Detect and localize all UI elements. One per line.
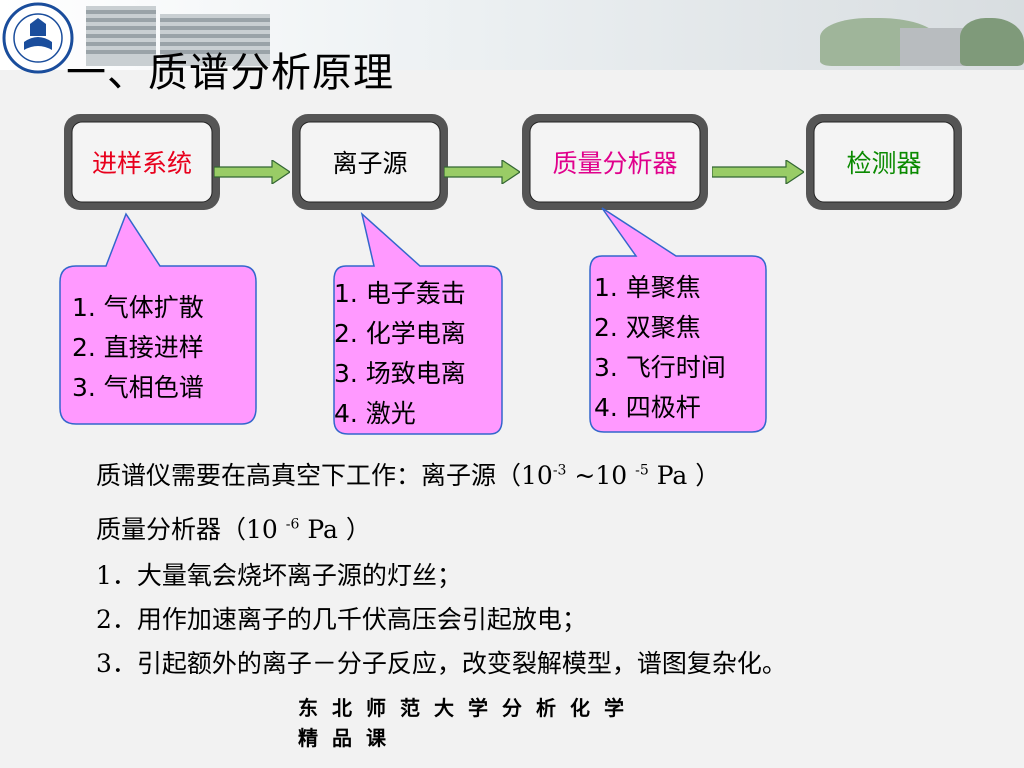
callout-sample-inlet: 1. 气体扩散 2. 直接进样 3. 气相色谱	[56, 210, 262, 432]
callout-item: 2. 双聚焦	[594, 313, 701, 342]
stage-label: 进样系统	[91, 149, 192, 178]
stage-label: 离子源	[332, 149, 408, 178]
note-item: 3．引起额外的离子－分子反应，改变裂解模型，谱图复杂化。	[96, 649, 787, 678]
callout-ion-source: 1. 电子轰击 2. 化学电离 3. 场致电离 4. 激光	[330, 210, 506, 438]
callout-item: 2. 化学电离	[334, 319, 466, 348]
building-image	[160, 14, 270, 66]
callout-item: 1. 气体扩散	[72, 293, 204, 322]
callout-item: 3. 气相色谱	[72, 373, 204, 402]
callout-mass-analyzer: 1. 单聚焦 2. 双聚焦 3. 飞行时间 4. 四极杆	[586, 204, 770, 436]
vacuum-note-line: 质谱仪需要在高真空下工作：离子源（10-3 ~10 -5 Pa ）	[96, 461, 721, 490]
university-logo	[2, 2, 74, 74]
stage-sample-inlet: 进样系统	[62, 112, 222, 212]
callout-item: 1. 单聚焦	[594, 273, 701, 302]
footer-line: 精品课	[298, 726, 400, 750]
stage-label: 检测器	[846, 149, 922, 178]
flow-arrow	[712, 160, 804, 184]
callout-item: 3. 飞行时间	[594, 353, 726, 382]
page-title: 一、质谱分析原理	[66, 50, 394, 96]
flow-arrow	[444, 160, 520, 184]
note-item: 2．用作加速离子的几千伏高压会引起放电；	[96, 605, 587, 634]
stage-detector: 检测器	[804, 112, 964, 212]
header-banner	[0, 0, 1024, 70]
stage-mass-analyzer: 质量分析器	[520, 112, 710, 212]
callout-item: 3. 场致电离	[334, 359, 466, 388]
note-item: 1．大量氧会烧坏离子源的灯丝；	[96, 561, 462, 590]
building-image	[86, 6, 156, 66]
callout-item: 4. 激光	[334, 399, 416, 428]
flow-arrow	[214, 160, 290, 184]
stage-label: 质量分析器	[552, 149, 678, 178]
analyzer-vacuum-line: 质量分析器（10 -6 Pa ）	[96, 515, 371, 544]
callout-item: 2. 直接进样	[72, 333, 204, 362]
stage-ion-source: 离子源	[290, 112, 450, 212]
footer-line: 东北师范大学分析化学	[298, 696, 638, 720]
callout-item: 4. 四极杆	[594, 393, 701, 422]
callout-item: 1. 电子轰击	[334, 279, 466, 308]
trees-image	[960, 18, 1024, 66]
